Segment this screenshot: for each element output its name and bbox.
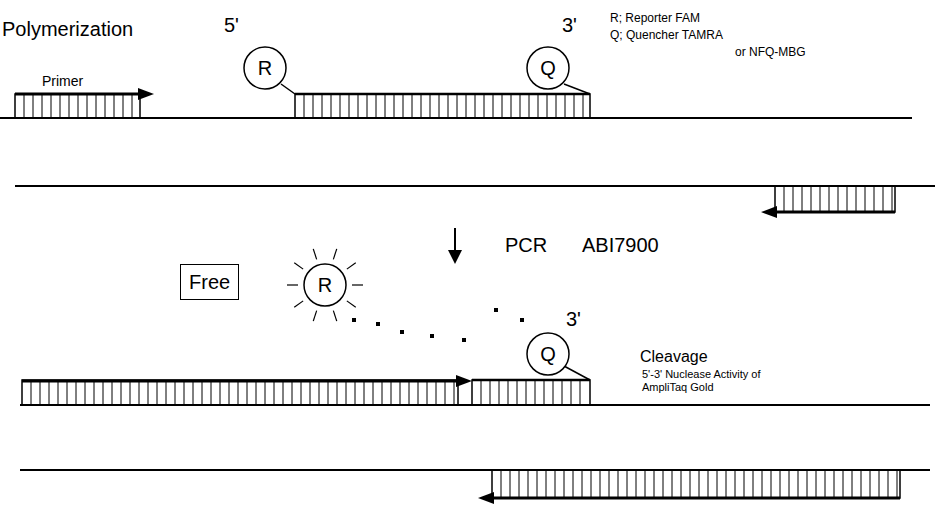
node-text: Q bbox=[540, 343, 556, 365]
primer-label: Primer bbox=[42, 73, 83, 89]
phase-title: Polymerization bbox=[2, 18, 133, 41]
node-text: Q bbox=[540, 57, 556, 79]
end-mark: 5' bbox=[224, 14, 239, 37]
node-text: Free bbox=[189, 271, 230, 293]
key-note: Q; Quencher TAMRA bbox=[610, 29, 723, 43]
free-box: Free bbox=[180, 264, 239, 300]
quencher-circle: Q bbox=[526, 46, 570, 90]
process-label: PCR bbox=[505, 234, 547, 257]
instrument-label: ABI7900 bbox=[582, 234, 659, 257]
end-mark: 3' bbox=[566, 308, 581, 331]
reporter-circle: R bbox=[243, 46, 287, 90]
free-reporter-circle: R bbox=[303, 263, 347, 307]
phase-title: Cleavage bbox=[640, 348, 708, 366]
end-mark: 3' bbox=[562, 14, 577, 37]
key-note: or NFQ-MBG bbox=[735, 46, 806, 60]
node-text: R bbox=[258, 57, 272, 79]
quencher-circle: Q bbox=[526, 332, 570, 376]
enzyme-note: 5'-3' Nuclease Activity of AmpliTaq Gold bbox=[642, 368, 792, 393]
key-note: R; Reporter FAM bbox=[610, 12, 700, 26]
node-text: R bbox=[318, 274, 332, 296]
